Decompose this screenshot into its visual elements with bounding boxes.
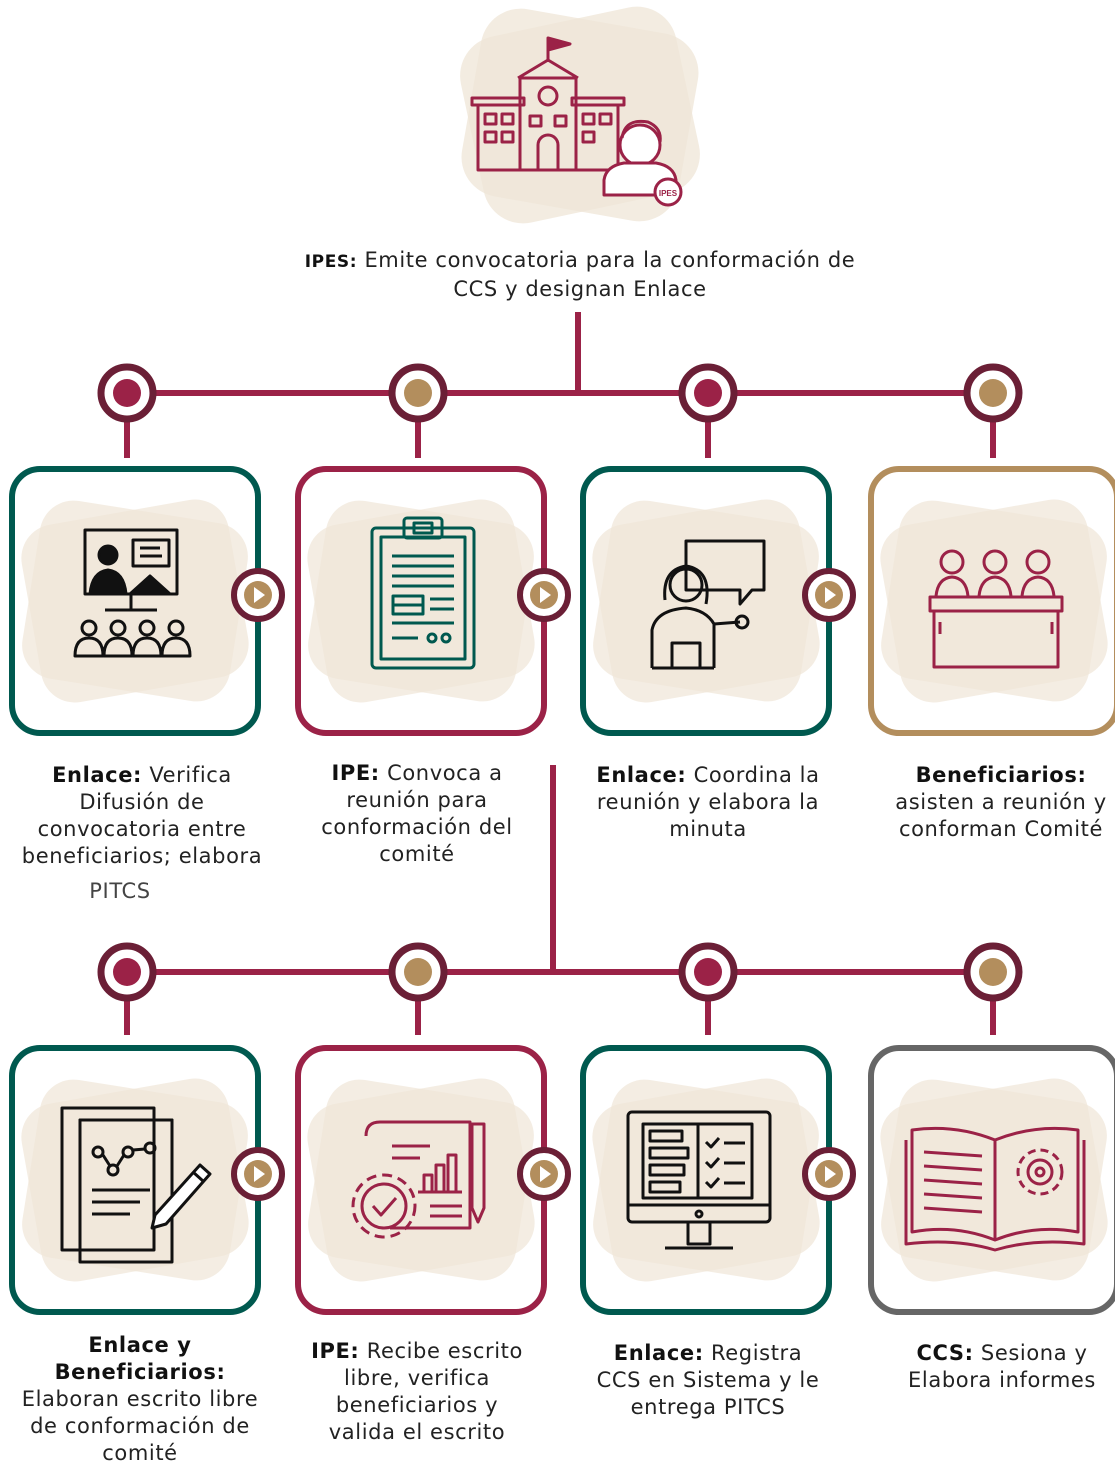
- step-4-text: asisten a reunión y conforman Comité: [895, 790, 1107, 841]
- top-actor: IPES:: [304, 252, 358, 272]
- caption-step-8: CCS: Sesiona y Elabora informes: [894, 1340, 1110, 1394]
- play-triangle-icon: [825, 1166, 836, 1182]
- step-1-actor: Enlace:: [52, 763, 143, 787]
- play-triangle-icon: [540, 587, 551, 603]
- step-5-actor: Enlace y Beneficiarios:: [54, 1333, 226, 1384]
- timeline-dot-fill: [694, 958, 722, 986]
- step-1-text: Verifica Difusión de convocatoria entre …: [21, 763, 263, 868]
- card-backdrop: [22, 500, 248, 702]
- book-gear-icon: [904, 1126, 1086, 1252]
- speaker-with-speech-bubble-icon: [650, 539, 766, 670]
- caption-step-1: Enlace: Verifica Difusión de convocatori…: [18, 762, 266, 870]
- step-3-actor: Enlace:: [596, 763, 687, 787]
- clipboard-document-icon: [370, 516, 476, 670]
- card-backdrop: [308, 1079, 534, 1281]
- step-card-3: [580, 466, 856, 736]
- step-2-actor: IPE:: [331, 761, 380, 785]
- play-triangle-icon: [254, 1166, 265, 1182]
- step-8-text: Sesiona y Elabora informes: [908, 1341, 1096, 1392]
- card-frame: [868, 466, 1115, 736]
- report-validation-gear-icon: [351, 1120, 486, 1239]
- caption-step-4: Beneficiarios: asisten a reunión y confo…: [888, 762, 1114, 843]
- step-8-actor: CCS:: [916, 1341, 974, 1365]
- timeline-dot-fill: [404, 958, 432, 986]
- computer-system-checklist-icon: [626, 1110, 772, 1250]
- step-5-text: Elaboran escrito libre de conformación d…: [21, 1387, 259, 1465]
- connector-lines: [124, 312, 996, 1035]
- top-caption: IPES: Emite convocatoria para la conform…: [300, 247, 860, 303]
- card-backdrop: [881, 500, 1107, 702]
- card-backdrop: [308, 500, 534, 702]
- step-1-overflow: PITCS: [89, 879, 151, 903]
- step-6-text: Recibe escrito libre, verifica beneficia…: [328, 1339, 523, 1444]
- timeline-dot-fill: [694, 379, 722, 407]
- school-building-with-person-icon: [470, 36, 683, 207]
- caption-step-5: Enlace y Beneficiarios: Elaboran escrito…: [14, 1332, 266, 1467]
- step-7-actor: Enlace:: [613, 1341, 704, 1365]
- play-triangle-icon: [254, 587, 265, 603]
- caption-step-7: Enlace: Registra CCS en Sistema y le ent…: [588, 1340, 828, 1421]
- step-6-actor: IPE:: [311, 1339, 360, 1363]
- step-card-7: [580, 1045, 856, 1315]
- ipes-badge: IPES: [659, 189, 678, 198]
- top-text: Emite convocatoria para la conformación …: [364, 248, 856, 301]
- timeline-dot-fill: [404, 379, 432, 407]
- step-2-text: Convoca a reunión para conformación del …: [321, 761, 513, 866]
- caption-step-3: Enlace: Coordina la reunión y elabora la…: [588, 762, 828, 843]
- timeline-dot-fill: [113, 379, 141, 407]
- step-card-2: [295, 466, 571, 736]
- step-card-4: [868, 466, 1115, 736]
- timeline-dot-fill: [979, 958, 1007, 986]
- caption-step-2: IPE: Convoca a reunión para conformación…: [306, 760, 528, 868]
- video-conference-audience-icon: [73, 528, 192, 658]
- card-backdrop: [593, 1079, 819, 1281]
- play-triangle-icon: [540, 1166, 551, 1182]
- caption-step-6: IPE: Recibe escrito libre, verifica bene…: [303, 1338, 531, 1446]
- document-writing-icon: [60, 1106, 212, 1264]
- top-icon-group: IPES: [460, 6, 700, 224]
- step-4-actor: Beneficiarios:: [915, 763, 1087, 787]
- step-7-text: Registra CCS en Sistema y le entrega PIT…: [596, 1341, 820, 1419]
- step-3-text: Coordina la reunión y elabora la minuta: [596, 763, 820, 841]
- timeline-dot-fill: [979, 379, 1007, 407]
- committee-at-table-icon: [928, 549, 1064, 669]
- timeline-dots: [97, 363, 1023, 1002]
- card-frame: [868, 1045, 1115, 1315]
- timeline-dot-fill: [113, 958, 141, 986]
- step-card-1: [9, 466, 285, 736]
- play-triangle-icon: [825, 587, 836, 603]
